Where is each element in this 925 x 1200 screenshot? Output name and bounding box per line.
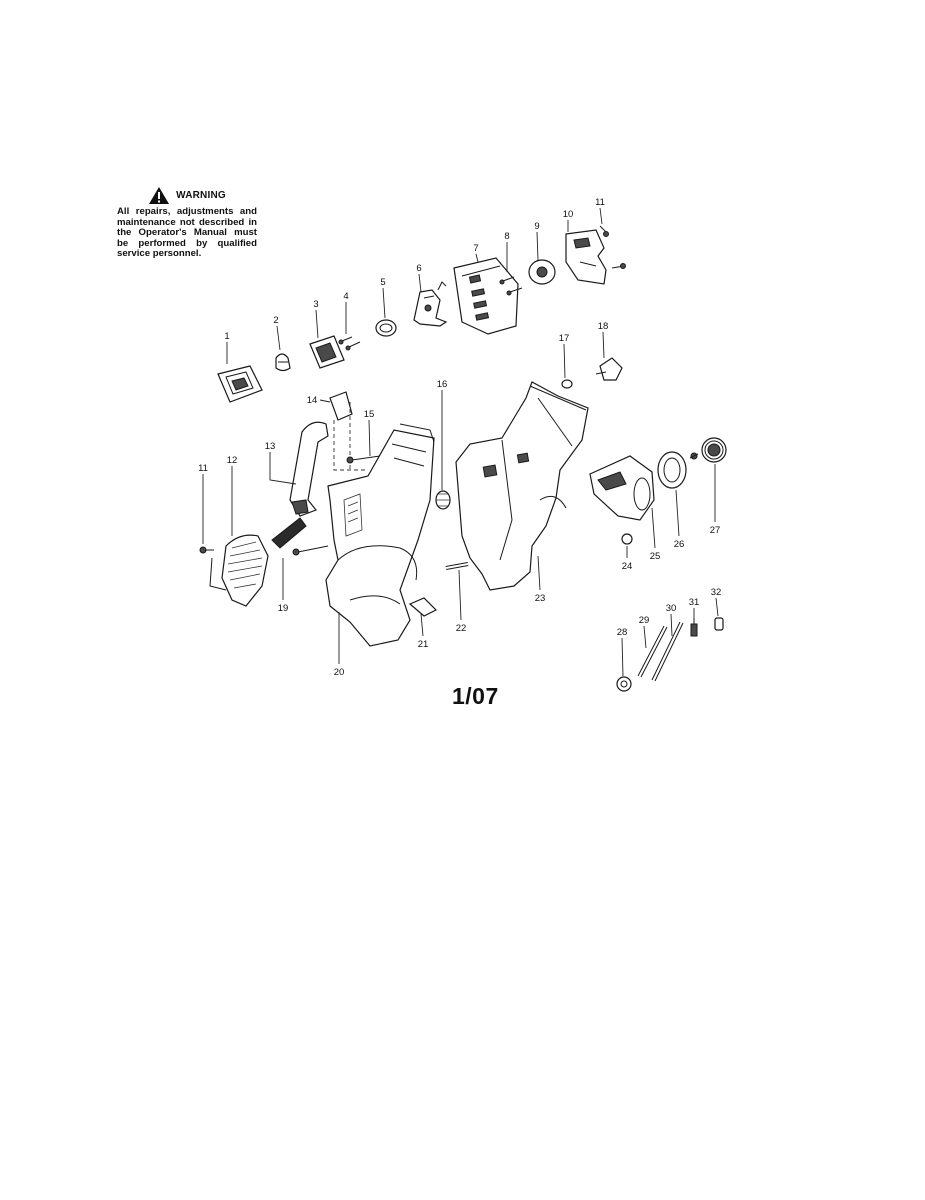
callout-4: 4 — [343, 291, 348, 302]
part-19-filter — [271, 517, 307, 549]
callout-29: 29 — [639, 615, 650, 626]
callout-22: 22 — [456, 623, 467, 634]
part-11-screw-top — [599, 225, 626, 269]
callout-31: 31 — [689, 597, 700, 608]
part-12-filter-cover — [209, 534, 269, 607]
callout-labels: 1 2 3 4 5 6 7 8 9 10 11 11 12 13 14 15 1… — [198, 197, 721, 678]
part-6-throttle — [413, 281, 448, 327]
part-27-impeller — [701, 437, 727, 463]
part-22-pin — [445, 562, 469, 570]
callout-1: 1 — [224, 331, 229, 342]
part-25-elbow — [589, 455, 655, 521]
callout-24: 24 — [622, 561, 633, 572]
part-24-nut — [621, 533, 633, 545]
part-10-bracket — [565, 229, 607, 285]
part-23-housing-right — [455, 381, 589, 591]
callout-25: 25 — [650, 551, 661, 562]
part-15-screws — [292, 455, 381, 556]
part-13-handle — [289, 421, 329, 517]
callout-11-left: 11 — [198, 463, 208, 474]
part-31-fuel-filter — [690, 618, 698, 637]
part-11-screw-left — [199, 546, 214, 554]
callout-21: 21 — [418, 639, 429, 650]
part-3-switch — [309, 335, 345, 369]
part-17-washer — [561, 379, 573, 389]
part-27-screw — [689, 452, 699, 460]
part-29-30-fuel-lines — [637, 621, 684, 682]
part-14-pad — [329, 391, 353, 421]
callout-12: 12 — [227, 455, 238, 466]
callout-19: 19 — [278, 603, 289, 614]
leader-lines — [202, 207, 719, 677]
callout-26: 26 — [674, 539, 685, 550]
part-1-gasket — [217, 365, 263, 403]
warning-title: WARNING — [176, 190, 226, 201]
callout-18: 18 — [598, 321, 609, 332]
callout-14: 14 — [307, 395, 318, 406]
callout-11-top: 11 — [595, 197, 605, 208]
callout-16: 16 — [437, 379, 448, 390]
part-2-knob — [275, 353, 291, 372]
callout-6: 6 — [416, 263, 421, 274]
part-4-screws — [338, 336, 361, 351]
callout-15: 15 — [364, 409, 375, 420]
callout-30: 30 — [666, 603, 677, 614]
warning-notice: WARNING All repairs, adjustments and mai… — [117, 186, 257, 260]
part-16-spring — [435, 490, 451, 510]
part-18-knob — [595, 357, 623, 381]
callout-8: 8 — [504, 231, 509, 242]
callout-3: 3 — [313, 299, 318, 310]
part-32-grommet — [714, 617, 724, 631]
part-5-cap — [375, 319, 397, 337]
page-date: 1/07 — [452, 683, 499, 709]
callout-7: 7 — [473, 243, 478, 254]
callout-13: 13 — [265, 441, 276, 452]
part-26-seal — [657, 451, 687, 489]
callout-5: 5 — [380, 277, 385, 288]
warning-triangle-icon — [149, 187, 170, 204]
callout-27: 27 — [710, 525, 721, 536]
part-7-cover — [453, 257, 519, 335]
callout-20: 20 — [334, 667, 345, 678]
warning-header: WARNING — [117, 186, 257, 205]
part-8-screws — [499, 276, 523, 296]
warning-text: All repairs, adjustments and maintenance… — [117, 206, 257, 260]
part-20-housing-left — [325, 423, 435, 647]
callout-17: 17 — [559, 333, 570, 344]
part-21-clip — [408, 597, 438, 617]
part-9-washer — [528, 259, 556, 285]
callout-28: 28 — [617, 627, 628, 638]
callout-9: 9 — [534, 221, 539, 232]
part-28-washer — [616, 676, 632, 692]
callout-32: 32 — [711, 587, 722, 598]
callout-23: 23 — [535, 593, 546, 604]
callout-2: 2 — [273, 315, 278, 326]
callout-10: 10 — [563, 209, 574, 220]
